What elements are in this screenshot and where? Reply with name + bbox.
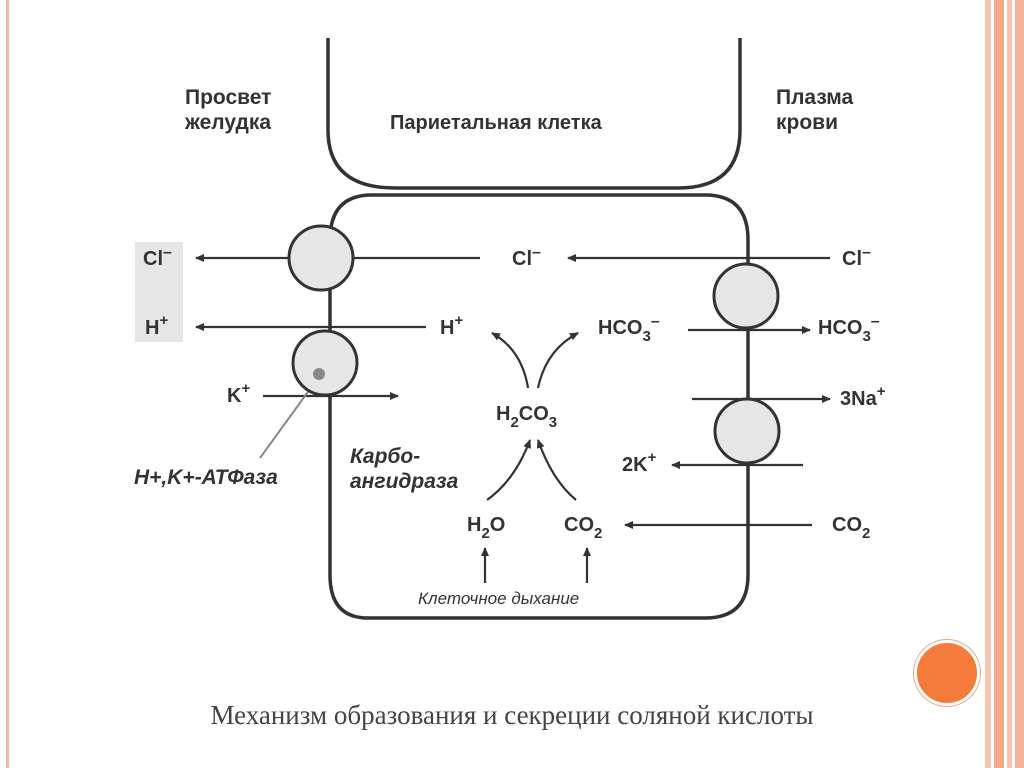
hk-atpase-pump <box>291 329 359 397</box>
cl-channel-apical <box>287 224 355 292</box>
cl-cell-label: Cl– <box>512 244 541 270</box>
h2o-label: H2O <box>467 514 505 542</box>
dissociation-arrow-h <box>491 332 530 389</box>
reaction-arrow-co2 <box>536 439 577 501</box>
anhydrase-label-line1: Карбо- <box>350 445 420 468</box>
slide-stripe <box>1007 0 1012 768</box>
h2co3-label: H2CO3 <box>496 403 557 431</box>
slide-caption: Механизм образования и секреции соляной … <box>210 700 814 730</box>
lumen-label-line1: Просвет <box>185 86 271 109</box>
plasma-label-line2: крови <box>776 111 838 134</box>
lumen-label-line2: желудка <box>184 111 271 134</box>
hco3-plasma-label: HCO3– <box>818 313 880 345</box>
slide-stripe <box>1015 0 1024 768</box>
co2-plasma-label: CO2 <box>832 514 870 542</box>
na-k-atpase <box>713 397 781 465</box>
h-cell-label: H+ <box>440 312 463 339</box>
k-lumen-label: K+ <box>227 380 250 407</box>
cl-lumen-label: Cl– <box>143 244 172 270</box>
dissociation-arrow-hco3 <box>536 332 579 389</box>
h-lumen-label: H+ <box>145 312 168 339</box>
atpase-pointer-dot <box>313 368 325 380</box>
na-plasma-label: 3Na+ <box>840 383 886 410</box>
hco3-cell-label: HCO3– <box>598 313 660 345</box>
plasma-label-line1: Плазма <box>776 86 854 109</box>
atpase-label: H+,K+-АТФаза <box>134 466 278 489</box>
slide-stripe <box>985 0 991 768</box>
cell-label: Париетальная клетка <box>390 112 603 134</box>
k2-cell-label: 2K+ <box>622 449 657 476</box>
decorative-orange-dot <box>914 640 980 706</box>
reaction-arrow-h2o <box>486 439 532 501</box>
lumen-highlight <box>135 242 183 342</box>
co2-cell-label: CO2 <box>564 514 602 542</box>
cl-hco3-exchanger <box>712 262 780 330</box>
respiration-label: Клеточное дыхание <box>418 589 579 608</box>
apical-membrane <box>326 38 742 190</box>
cell-membrane <box>328 193 750 620</box>
anhydrase-label-line2: ангидраза <box>350 470 459 493</box>
cl-plasma-label: Cl– <box>842 244 871 270</box>
slide-frame-left <box>6 0 9 768</box>
slide-stripe <box>994 0 1004 768</box>
